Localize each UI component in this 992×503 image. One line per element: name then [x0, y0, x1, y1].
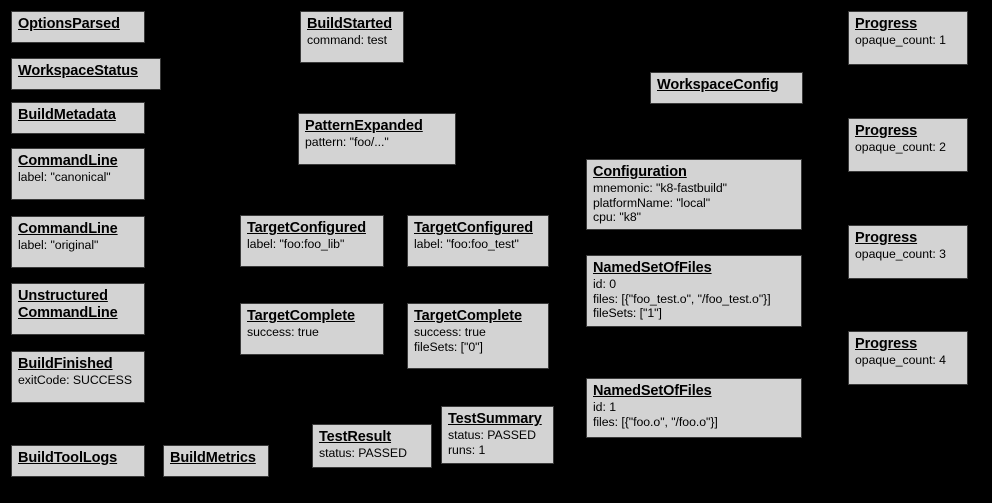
event-node-build-metrics[interactable]: BuildMetrics — [163, 445, 269, 477]
event-node-field: files: [{"foo.o", "/foo.o"}] — [593, 414, 718, 429]
event-node-title: WorkspaceConfig — [657, 77, 779, 93]
event-node-title: CommandLine — [18, 305, 118, 322]
event-node-title: Configuration — [593, 164, 687, 180]
event-node-title: Progress — [855, 230, 918, 246]
event-node-title: Progress — [855, 16, 918, 32]
event-node-title: WorkspaceStatus — [18, 63, 138, 79]
event-node-field: status: PASSED — [319, 446, 407, 461]
event-node-title: BuildToolLogs — [18, 450, 118, 466]
event-node-title: CommandLine — [18, 221, 118, 237]
event-node-field: pattern: "foo/..." — [305, 135, 389, 150]
event-node-field: command: test — [307, 33, 387, 48]
event-node-title: NamedSetOfFiles — [593, 383, 712, 399]
event-node-options-parsed[interactable]: OptionsParsed — [11, 11, 145, 43]
event-node-field: opaque_count: 2 — [855, 140, 946, 155]
event-node-field: mnemonic: "k8-fastbuild" — [593, 181, 727, 196]
event-node-title: BuildMetadata — [18, 107, 116, 123]
event-node-title: TargetComplete — [414, 308, 522, 324]
event-node-title: OptionsParsed — [18, 16, 120, 32]
event-node-workspace-config[interactable]: WorkspaceConfig — [650, 72, 803, 104]
event-node-field: opaque_count: 3 — [855, 247, 946, 262]
event-node-title: PatternExpanded — [305, 118, 423, 134]
event-node-field: label: "foo:foo_test" — [414, 237, 519, 252]
event-node-title: TargetConfigured — [414, 220, 533, 236]
event-node-field: runs: 1 — [448, 442, 486, 457]
event-node-field: exitCode: SUCCESS — [18, 373, 132, 388]
event-node-field: platformName: "local" — [593, 195, 711, 210]
event-node-title: TestSummary — [448, 411, 542, 427]
event-node-field: files: [{"foo_test.o", "/foo_test.o"}] — [593, 291, 771, 306]
event-node-title: Progress — [855, 336, 918, 352]
event-node-title: BuildMetrics — [170, 450, 256, 466]
event-node-title: BuildFinished — [18, 356, 113, 372]
event-node-build-tool-logs[interactable]: BuildToolLogs — [11, 445, 145, 477]
event-node-title: Progress — [855, 123, 918, 139]
event-node-title: TestResult — [319, 429, 392, 445]
event-node-workspace-status[interactable]: WorkspaceStatus — [11, 58, 161, 90]
event-node-field: id: 0 — [593, 277, 616, 292]
event-node-field: label: "canonical" — [18, 170, 111, 185]
event-node-title: TargetComplete — [247, 308, 355, 324]
event-node-field: status: PASSED — [448, 428, 536, 443]
event-node-field: label: "original" — [18, 238, 99, 253]
event-node-field: opaque_count: 1 — [855, 33, 946, 48]
event-node-title: CommandLine — [18, 153, 118, 169]
event-node-field: success: true — [247, 325, 319, 340]
event-node-field: fileSets: ["0"] — [414, 339, 483, 354]
event-node-title: NamedSetOfFiles — [593, 260, 712, 276]
event-node-title: Unstructured — [18, 288, 108, 304]
event-node-field: label: "foo:foo_lib" — [247, 237, 345, 252]
event-node-field: cpu: "k8" — [593, 210, 641, 225]
event-node-title: BuildStarted — [307, 16, 393, 32]
event-node-field: fileSets: ["1"] — [593, 306, 662, 321]
event-node-title: TargetConfigured — [247, 220, 366, 236]
event-node-field: success: true — [414, 325, 486, 340]
event-node-field: id: 1 — [593, 400, 616, 415]
event-node-field: opaque_count: 4 — [855, 353, 946, 368]
event-node-build-metadata[interactable]: BuildMetadata — [11, 102, 145, 134]
